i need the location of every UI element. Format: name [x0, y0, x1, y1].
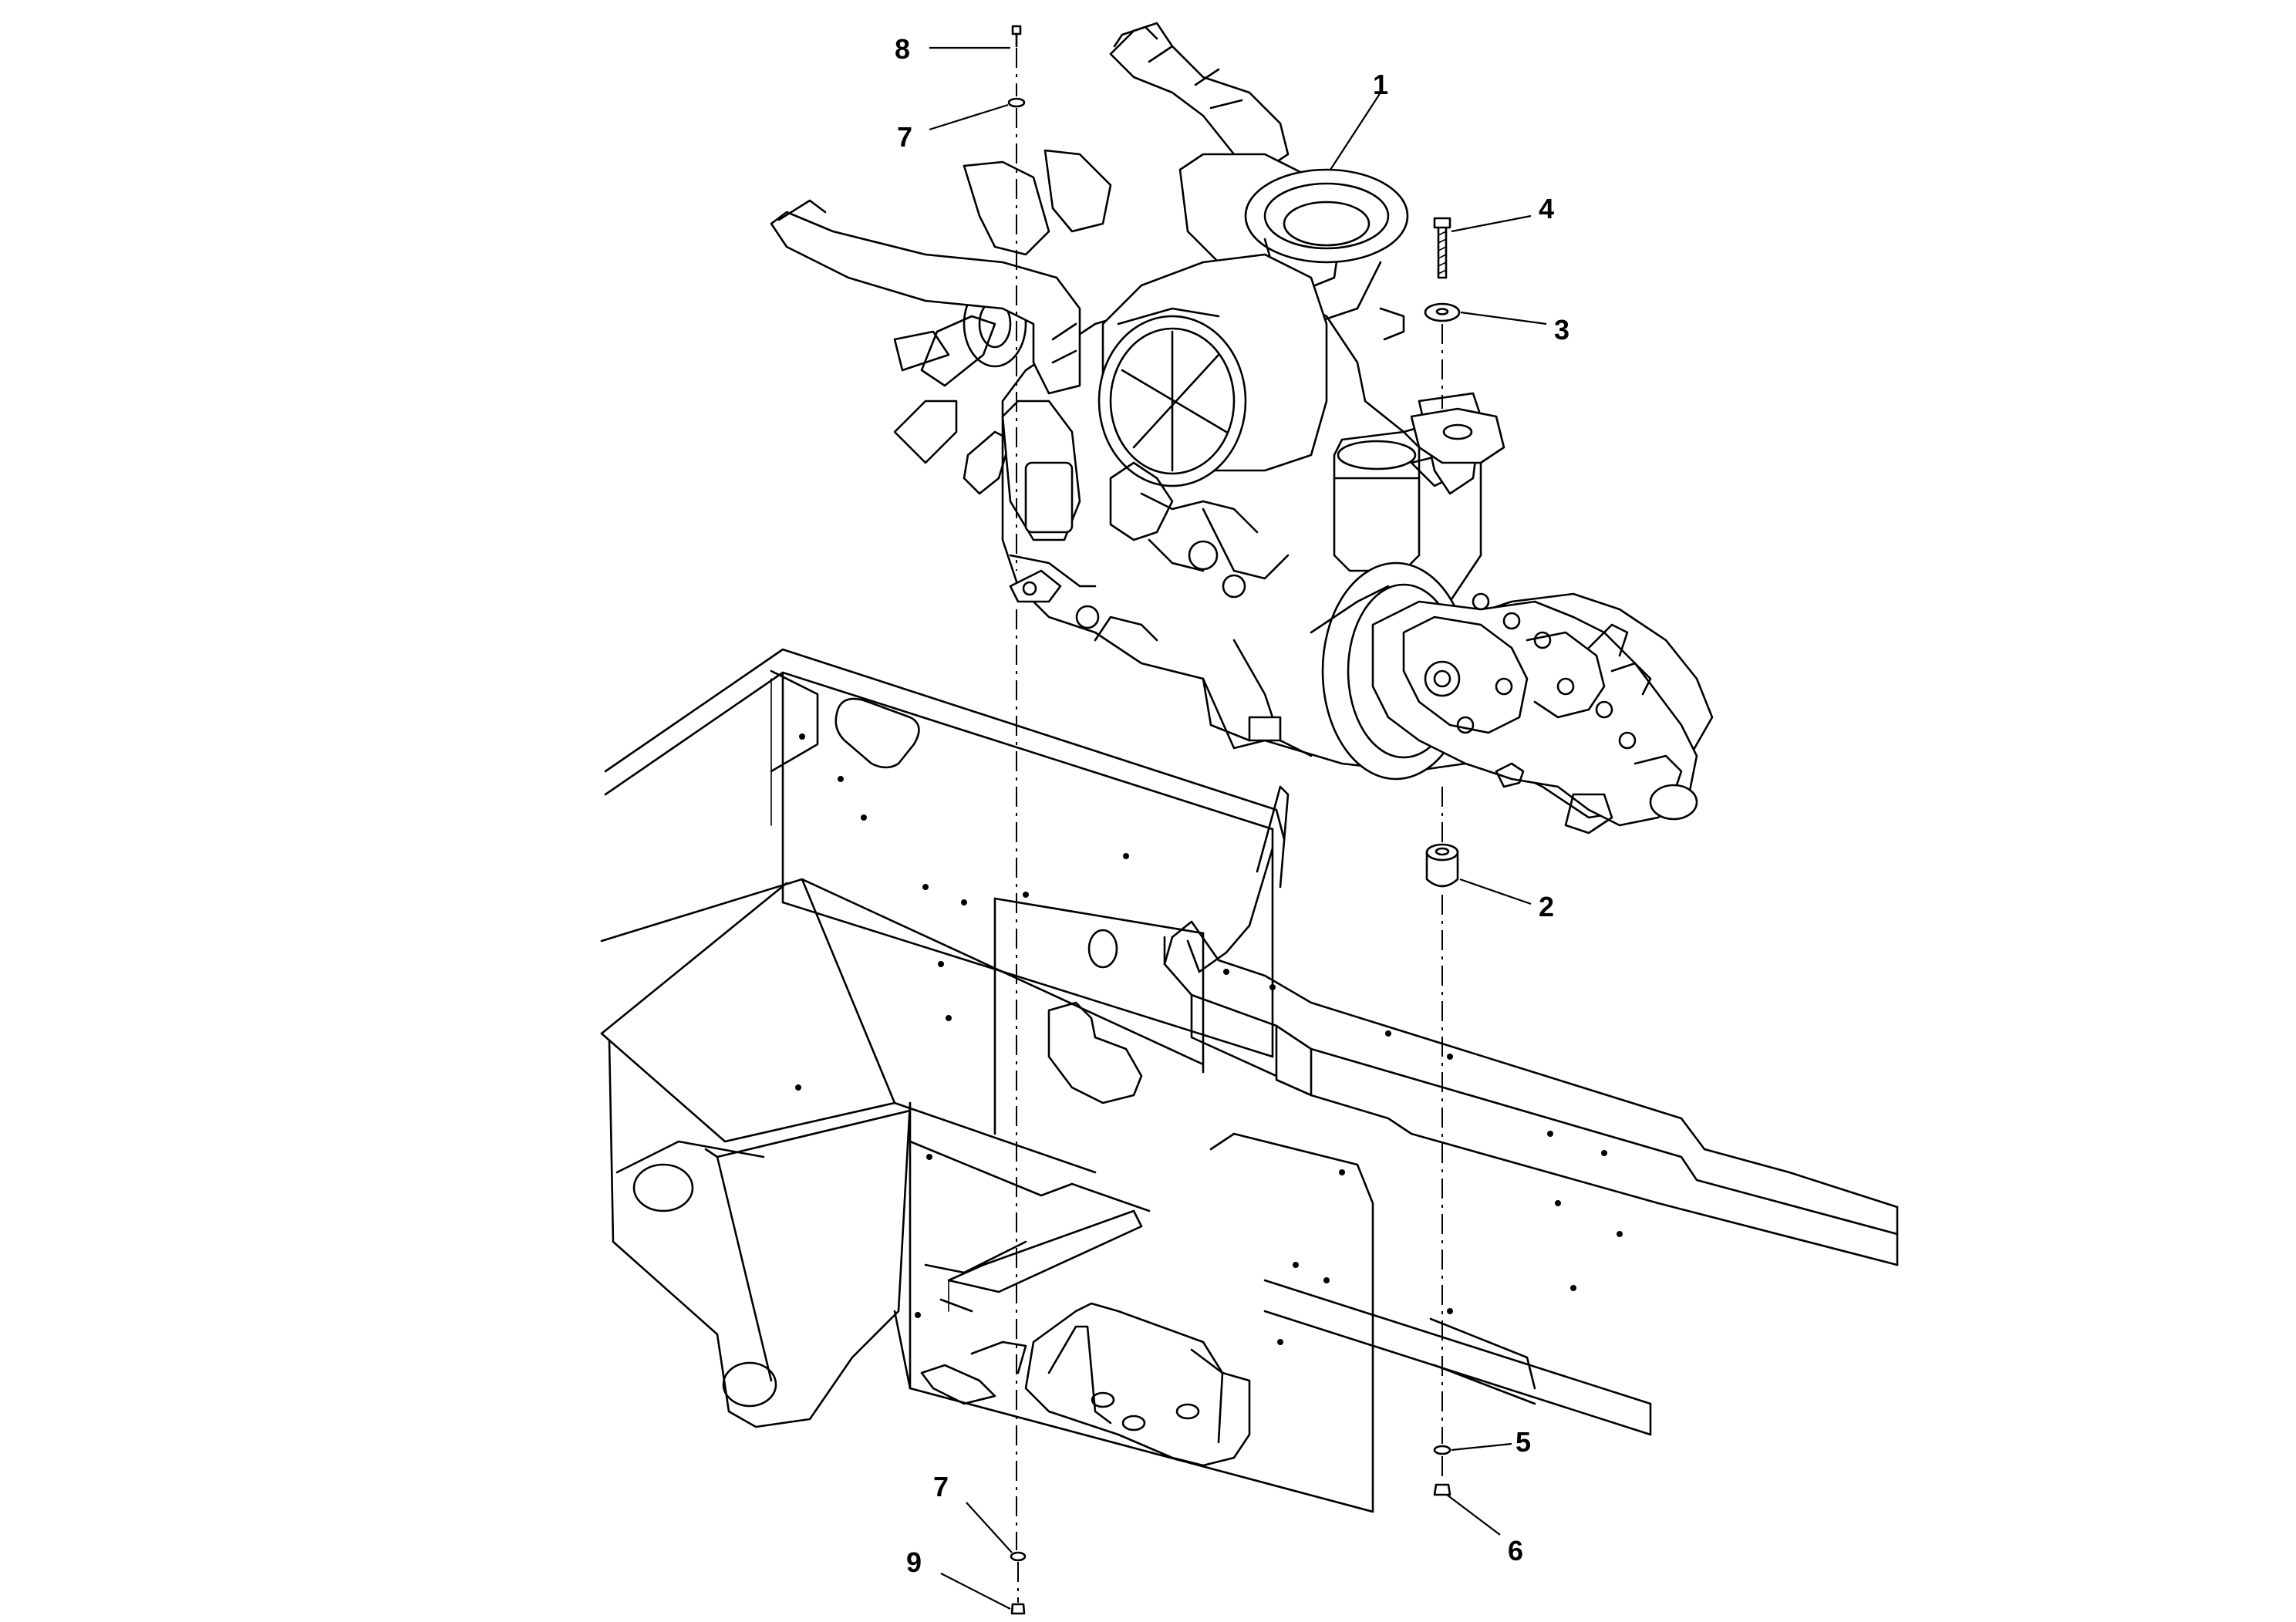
callout-4-label: 4 [1539, 193, 1554, 224]
callout-6-label: 6 [1508, 1535, 1523, 1566]
callout-3: 3 [1460, 311, 1569, 346]
callout-4: 4 [1451, 193, 1554, 233]
pump-fittings [1456, 592, 1637, 750]
fasteners [1007, 25, 1461, 1615]
callouts: 1 2 3 4 5 6 7 7 [895, 33, 1569, 1610]
callout-7-bottom: 7 [933, 1471, 1013, 1553]
callout-7-top-label: 7 [897, 121, 912, 153]
assembly-axes [1016, 48, 1443, 1603]
machine-frame [600, 648, 1899, 1513]
callout-8: 8 [895, 33, 1010, 65]
callout-1-label: 1 [1373, 69, 1388, 100]
callout-1: 1 [1330, 69, 1388, 170]
callout-8-label: 8 [895, 33, 910, 65]
fan-icon [893, 149, 1112, 495]
callout-2-label: 2 [1539, 891, 1554, 922]
callout-5-label: 5 [1515, 1426, 1531, 1458]
engine-assembly [770, 22, 1714, 835]
callout-2: 2 [1459, 878, 1554, 922]
callout-6: 6 [1446, 1494, 1523, 1566]
callout-7-bottom-label: 7 [933, 1471, 949, 1502]
callout-3-label: 3 [1554, 314, 1569, 346]
frame-holes [795, 733, 1623, 1345]
callout-9-label: 9 [906, 1546, 922, 1578]
callout-5: 5 [1451, 1426, 1531, 1458]
callout-9: 9 [906, 1546, 1011, 1610]
callout-7-top: 7 [897, 103, 1009, 153]
